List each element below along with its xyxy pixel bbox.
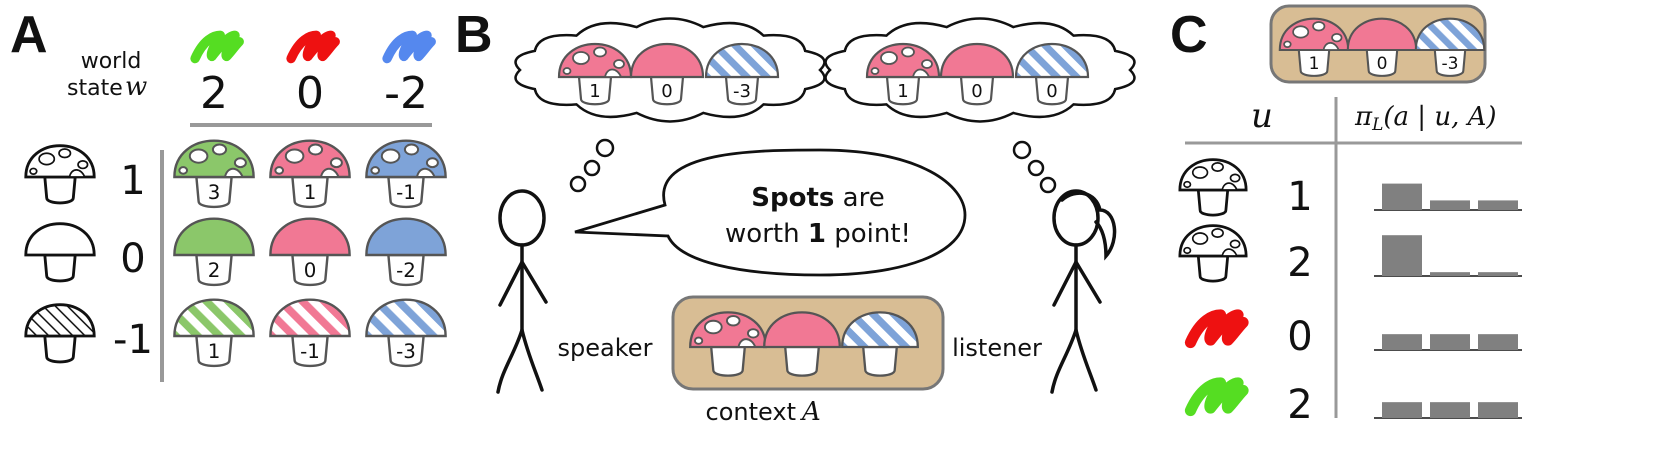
panel-c-green-scribble-icon	[1184, 377, 1249, 417]
panel-c-red-scribble-icon	[1184, 309, 1249, 349]
probability-bar	[1478, 402, 1518, 418]
panel-c-u-value: 1	[1287, 174, 1312, 220]
probability-bar	[1430, 402, 1470, 418]
cell-mushroom: -3	[365, 298, 447, 368]
probability-bar	[1478, 200, 1518, 210]
probability-bar	[1382, 402, 1422, 418]
row-label: 0	[120, 236, 145, 282]
context-var: A	[800, 397, 821, 427]
world-value: -2	[384, 68, 428, 119]
mushroom-value: 3	[208, 181, 221, 204]
cell-mushroom: 2	[173, 217, 255, 287]
speech-line-1: Spots are	[751, 183, 884, 213]
cell-mushroom: 0	[269, 217, 351, 287]
panel-c-letter: C	[1170, 6, 1208, 64]
mushroom-value: 2	[208, 259, 221, 282]
probability-bar	[1478, 334, 1518, 350]
panel-c-u-value: 0	[1287, 314, 1312, 360]
probability-bar	[1430, 272, 1470, 276]
probability-bar	[1478, 272, 1518, 276]
mushroom-value: -2	[396, 259, 416, 282]
row-mushroom-icon	[24, 144, 96, 205]
speaker-label: speaker	[558, 334, 653, 362]
mushroom-value: -1	[396, 181, 416, 204]
speech-bubble	[574, 148, 967, 277]
listener-thought-mushroom: 0	[939, 43, 1015, 106]
probability-bar	[1382, 183, 1422, 210]
speech-line-2: worth 1 point!	[725, 219, 911, 249]
panel-b-letter: B	[455, 6, 493, 64]
mushroom-value: 0	[1377, 54, 1388, 74]
column-u-header: u	[1251, 96, 1273, 136]
speaker-thought-mushroom: -3	[704, 43, 780, 106]
cell-mushroom: -1	[269, 298, 351, 368]
world-value: 0	[296, 68, 324, 119]
listener-figure	[1050, 189, 1117, 394]
cell-mushroom: -1	[365, 139, 447, 209]
cell-mushroom: 1	[173, 298, 255, 368]
world-var: w	[125, 72, 147, 102]
context-mushroom	[689, 311, 767, 377]
thought-dot	[1027, 159, 1045, 177]
speaker-figure	[496, 189, 548, 394]
thought-dot	[595, 138, 615, 158]
mushroom-value: 0	[304, 259, 317, 282]
mushroom-value: 0	[1046, 81, 1057, 102]
panel-c-context-mushroom: 1	[1278, 17, 1350, 77]
scribble-blue-icon	[382, 30, 436, 64]
context-mushroom	[763, 311, 841, 377]
mushroom-value: 1	[589, 81, 600, 102]
mushroom-value: -3	[733, 81, 751, 102]
panel-c-u-value: 2	[1287, 382, 1312, 428]
thought-dot	[1039, 176, 1057, 194]
state-label: state	[67, 76, 123, 101]
mushroom-value: 1	[897, 81, 908, 102]
panel-a-letter: A	[10, 6, 48, 64]
context-label: context	[706, 398, 796, 426]
column-pi-header: πL(a | u, A)	[1354, 102, 1497, 135]
cell-mushroom: 3	[173, 139, 255, 209]
panel-c-u-value: 2	[1287, 240, 1312, 286]
mushroom-value: 0	[971, 81, 982, 102]
context-mushroom	[841, 311, 919, 377]
thought-dot	[569, 175, 587, 193]
mushroom-value: 1	[304, 181, 317, 204]
mushroom-value: -1	[300, 340, 320, 363]
mushroom-value: -3	[1441, 54, 1458, 74]
speaker-thought-mushroom: 0	[629, 43, 705, 106]
cell-mushroom: 1	[269, 139, 351, 209]
listener-label: listener	[952, 334, 1042, 362]
row-label: -1	[113, 317, 153, 363]
probability-bar	[1430, 200, 1470, 210]
mushroom-value: 0	[661, 81, 672, 102]
thought-dot	[1012, 140, 1032, 160]
world-label: world	[81, 49, 142, 74]
row-mushroom-icon	[24, 222, 96, 283]
row-mushroom-icon	[24, 303, 96, 364]
panel-c-context-mushroom: -3	[1414, 17, 1486, 77]
mushroom-value: -3	[396, 340, 416, 363]
speaker-thought-mushroom: 1	[557, 43, 633, 106]
scribble-green-icon	[190, 30, 244, 64]
probability-bar	[1430, 334, 1470, 350]
scribble-red-icon	[286, 30, 340, 64]
mushroom-value: 1	[1309, 54, 1320, 74]
panel-c-spotted-mushroom-icon	[1178, 158, 1248, 217]
panel-c-spotted-mushroom-icon	[1178, 224, 1248, 283]
listener-thought-mushroom: 0	[1014, 43, 1090, 106]
mushroom-value: 1	[208, 340, 221, 363]
listener-thought-mushroom: 1	[865, 43, 941, 106]
probability-bar	[1382, 235, 1422, 276]
probability-bar	[1382, 334, 1422, 350]
cell-mushroom: -2	[365, 217, 447, 287]
world-value: 2	[200, 68, 228, 119]
thought-dot	[583, 159, 601, 177]
row-label: 1	[120, 158, 145, 204]
